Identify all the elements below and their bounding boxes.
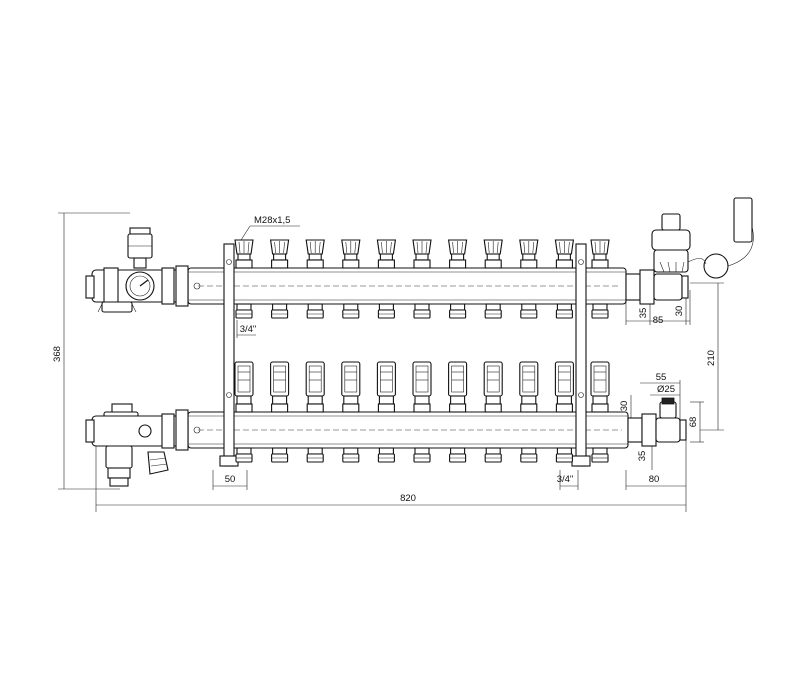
flowmeter-outlet [376, 361, 396, 463]
dim-left-offset: 50 [225, 474, 236, 485]
lower-flowmeter-outlets [234, 361, 610, 463]
flowmeter-outlet [234, 361, 254, 463]
label-thread: M28x1,5 [254, 215, 290, 226]
dim-bot-right-68: 68 [688, 417, 699, 428]
valve-outlet [341, 239, 361, 319]
dim-diameter: Ø25 [657, 384, 675, 395]
left-lower-valve-group [85, 403, 189, 487]
flowmeter-outlet [483, 361, 503, 463]
dim-overall-height: 368 [52, 346, 63, 362]
dim-bot-right-30: 30 [619, 401, 630, 412]
label-pipe-top: 3/4" [240, 324, 257, 335]
mounting-brackets [219, 243, 591, 467]
flowmeter-outlet [590, 361, 610, 463]
flowmeter-outlet [519, 361, 539, 463]
dim-top-right-85: 85 [653, 315, 664, 326]
flowmeter-outlet [412, 361, 432, 463]
dim-bot-right-55: 55 [656, 372, 667, 383]
valve-outlet [305, 239, 325, 319]
flowmeter-outlet [305, 361, 325, 463]
valve-outlet [412, 239, 432, 319]
flowmeter-outlet [554, 361, 574, 463]
label-pipe-bottom: 3/4" [557, 474, 574, 485]
upper-valve-outlets [234, 239, 610, 319]
dimension-lines [58, 212, 724, 512]
flowmeter-outlet [448, 361, 468, 463]
dim-overall-width: 820 [400, 493, 416, 504]
dim-top-right-30: 30 [674, 306, 685, 317]
lower-header [187, 411, 629, 449]
right-upper-valve-group [625, 197, 754, 305]
valve-outlet [269, 239, 290, 319]
left-upper-valve-group [85, 227, 189, 313]
valve-outlet [554, 239, 575, 319]
flowmeter-outlet [270, 361, 290, 463]
dim-bot-right-80: 80 [649, 474, 660, 485]
dim-header-spacing: 210 [706, 350, 717, 366]
dim-bot-right-35: 35 [637, 451, 648, 462]
valve-outlet [590, 239, 610, 319]
valve-outlet [376, 239, 397, 319]
valve-outlet [519, 239, 539, 319]
dimension-texts: 368 820 50 210 35 85 30 55 Ø25 30 68 35 … [52, 215, 717, 504]
right-lower-valve-group [627, 397, 687, 447]
valve-outlet [483, 239, 503, 319]
flowmeter-outlet [341, 361, 361, 463]
valve-outlet [234, 239, 254, 319]
dim-top-right-35: 35 [638, 308, 649, 319]
valve-outlet [447, 239, 468, 319]
upper-header [187, 267, 627, 305]
